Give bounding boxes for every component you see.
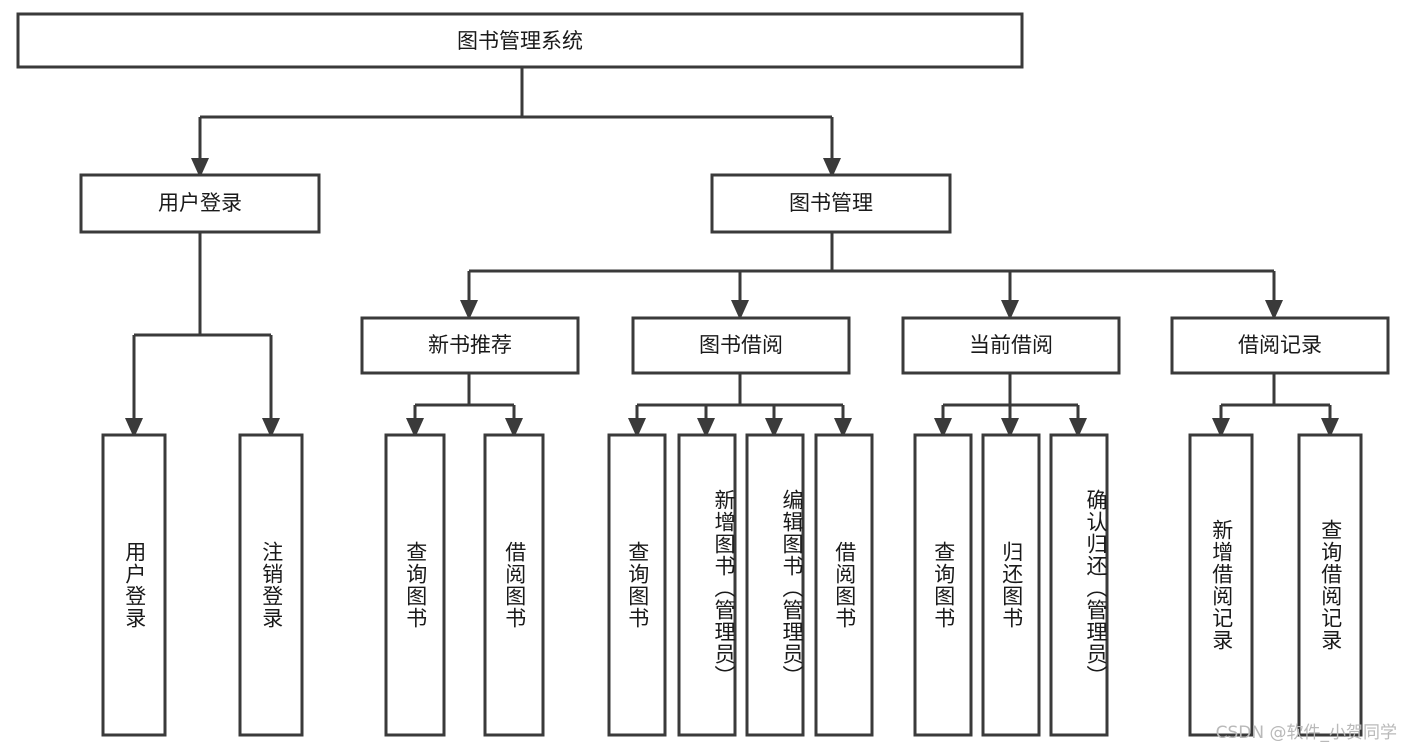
arrowhead-new-book [460, 300, 478, 320]
label-new-book-recommend: 新书推荐 [428, 333, 512, 357]
arrowhead-borrow-records [1265, 300, 1283, 320]
node-user-login[interactable] [79, 173, 321, 234]
arrowhead-leaf-logout [262, 418, 280, 438]
node-new-book-recommend[interactable] [360, 316, 580, 375]
leaf-newbook-borrow-books[interactable] [483, 433, 545, 737]
leaf-currentborrow-return-books[interactable] [981, 433, 1041, 737]
leaf-currentborrow-confirm-return-admin[interactable] [1049, 433, 1109, 737]
arrowhead-borrowrec-leaf2 [1321, 418, 1339, 438]
node-boxes [16, 12, 1390, 737]
arrowhead-bookborrow-leaf3 [765, 418, 783, 438]
node-book-management[interactable] [710, 173, 952, 234]
label-user-login: 用户登录 [158, 191, 242, 215]
arrowhead-leaf-user-login [125, 418, 143, 438]
node-labels-horizontal: 图书管理系统 用户登录 图书管理 新书推荐 图书借阅 当前借阅 借阅记录 [158, 29, 1322, 357]
arrowhead-bookborrow-leaf1 [628, 418, 646, 438]
arrowhead-newbook-leaf2 [505, 418, 523, 438]
arrowhead-current-borrow [1001, 300, 1019, 320]
arrowhead-currentborrow-leaf2 [1001, 418, 1019, 438]
label-root: 图书管理系统 [457, 29, 583, 53]
leaf-currentborrow-query-books[interactable] [913, 433, 973, 737]
label-book-borrow: 图书借阅 [699, 333, 783, 357]
arrowhead-bookborrow-leaf2 [697, 418, 715, 438]
node-book-borrow[interactable] [631, 316, 851, 375]
leaf-newbook-query-books[interactable] [384, 433, 446, 737]
label-current-borrow: 当前借阅 [969, 333, 1053, 357]
arrowhead-book-mgmt [823, 158, 841, 178]
leaf-borrowrec-query-record[interactable] [1297, 433, 1363, 737]
node-current-borrow[interactable] [901, 316, 1121, 375]
node-root-book-management-system[interactable] [16, 12, 1024, 69]
leaf-bookborrow-query-books[interactable] [607, 433, 667, 737]
leaf-user-login-logout[interactable] [238, 433, 304, 737]
node-borrow-records[interactable] [1170, 316, 1390, 375]
leaf-bookborrow-borrow-books[interactable] [814, 433, 874, 737]
arrowhead-user-login [191, 158, 209, 178]
arrowhead-currentborrow-leaf3 [1069, 418, 1087, 438]
arrowhead-newbook-leaf1 [406, 418, 424, 438]
arrowhead-bookborrow-leaf4 [834, 418, 852, 438]
arrowhead-borrowrec-leaf1 [1212, 418, 1230, 438]
leaf-bookborrow-add-book-admin[interactable] [677, 433, 737, 737]
label-book-management: 图书管理 [789, 191, 873, 215]
leaf-borrowrec-add-record[interactable] [1188, 433, 1254, 737]
label-borrow-records: 借阅记录 [1238, 333, 1322, 357]
arrowhead-book-borrow [731, 300, 749, 320]
leaf-bookborrow-edit-book-admin[interactable] [745, 433, 805, 737]
leaf-user-login-login[interactable] [101, 433, 167, 737]
connectors [125, 67, 1339, 438]
arrowhead-currentborrow-leaf1 [934, 418, 952, 438]
